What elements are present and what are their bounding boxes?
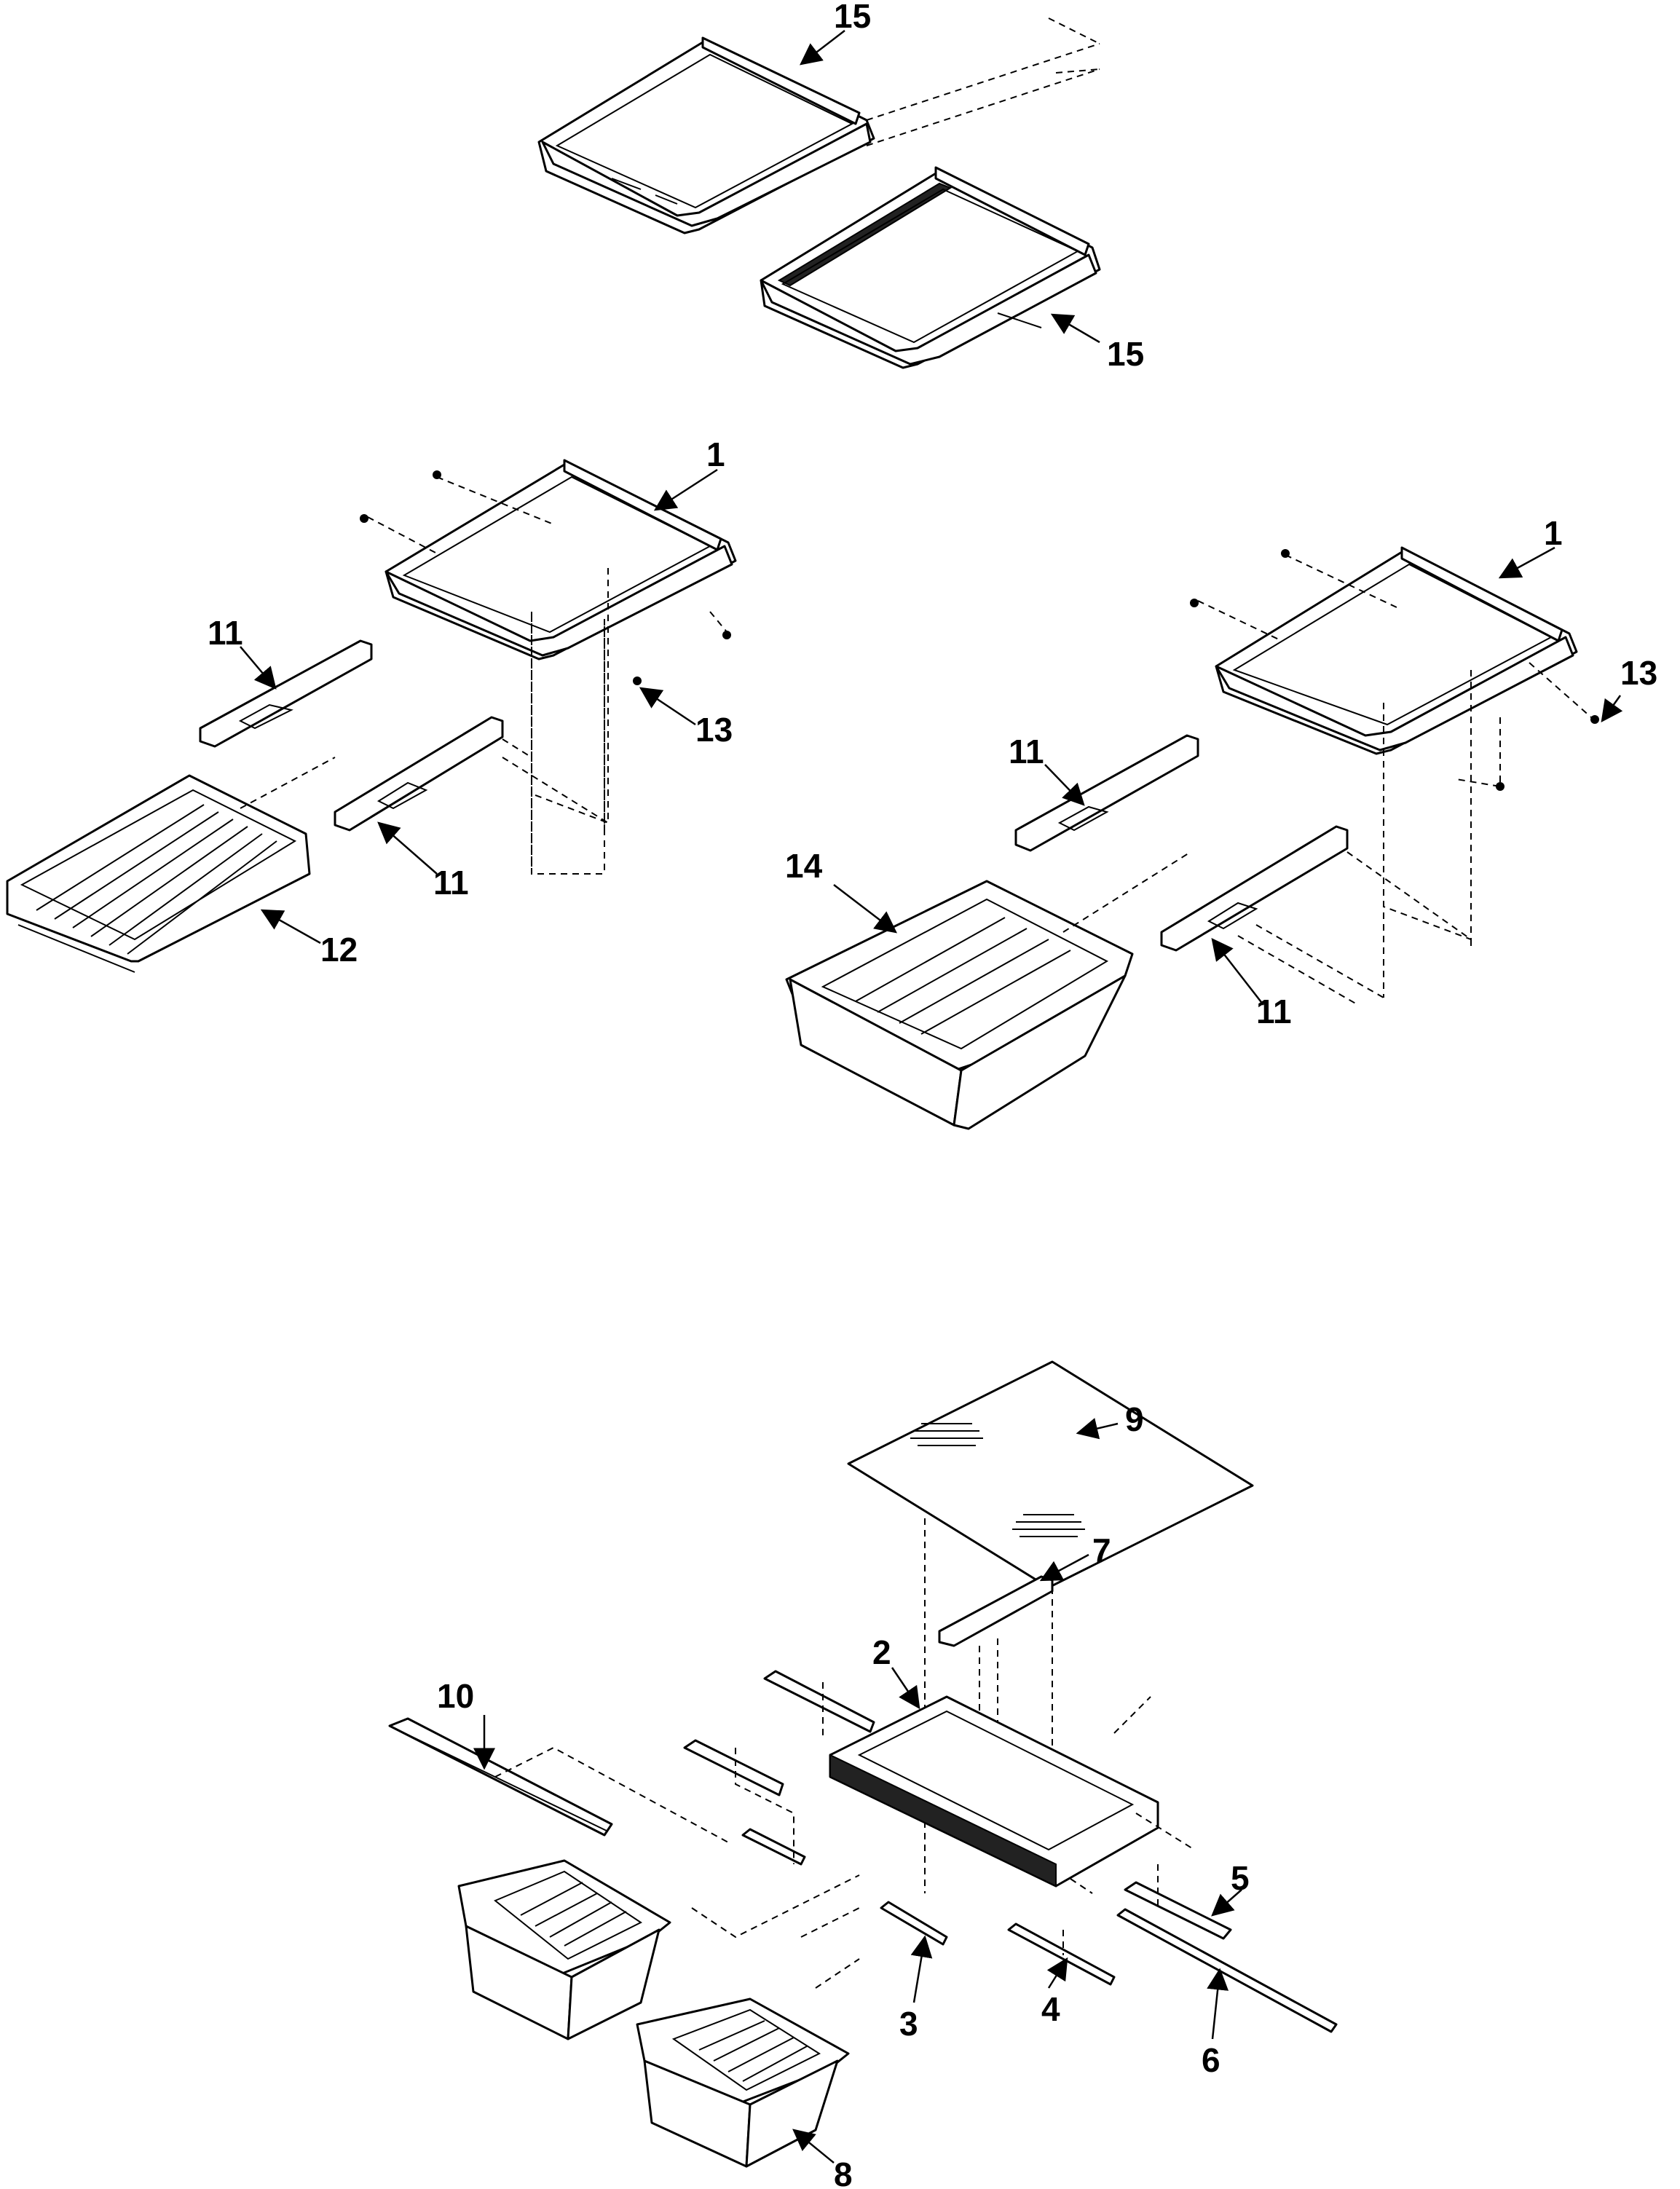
callout-4: 4 bbox=[1041, 1990, 1060, 2028]
leader-15-second bbox=[1050, 313, 1100, 344]
slide-left-lower bbox=[334, 716, 504, 832]
leader-4 bbox=[1046, 1957, 1068, 1989]
callout-15-second: 15 bbox=[1107, 335, 1144, 373]
callout-1-right: 1 bbox=[1544, 514, 1563, 552]
leader-11-right-lower bbox=[1211, 938, 1264, 1006]
rail-10 bbox=[388, 1717, 613, 1837]
screw-icon bbox=[1590, 715, 1599, 724]
callout-3: 3 bbox=[899, 2005, 918, 2043]
screw-icon bbox=[433, 470, 441, 479]
callout-13-left: 13 bbox=[695, 711, 733, 749]
pan-upper bbox=[457, 1859, 671, 2040]
callout-10: 10 bbox=[437, 1677, 474, 1715]
leader-2 bbox=[891, 1667, 920, 1710]
callout-11-left-lower: 11 bbox=[433, 864, 469, 902]
leader-3 bbox=[910, 1935, 933, 2003]
screw-icon bbox=[360, 514, 368, 523]
wire-basket bbox=[6, 774, 311, 973]
leader-1-left bbox=[653, 468, 718, 511]
callout-11-left-upper: 11 bbox=[208, 614, 243, 652]
callout-14: 14 bbox=[785, 847, 823, 885]
glass-cover bbox=[847, 1360, 1254, 1589]
slide-left-upper bbox=[199, 639, 373, 748]
callout-9: 9 bbox=[1125, 1400, 1144, 1438]
leader-1-right bbox=[1498, 546, 1555, 579]
screw-icon bbox=[1281, 549, 1290, 558]
rail-7 bbox=[938, 1575, 1054, 1647]
callout-12: 12 bbox=[320, 931, 358, 969]
leader-11-left-upper bbox=[240, 646, 277, 690]
leader-14 bbox=[833, 884, 897, 934]
leader-7 bbox=[1039, 1553, 1089, 1582]
shelf-right bbox=[1215, 546, 1578, 755]
callout-11-right-lower: 11 bbox=[1256, 993, 1292, 1030]
leader-12 bbox=[260, 909, 321, 944]
leader-13-right bbox=[1601, 695, 1623, 723]
shelf-left bbox=[384, 459, 737, 660]
trim-4 bbox=[1007, 1922, 1116, 1986]
trim-rods-left bbox=[683, 1670, 875, 1866]
leader-11-left-lower bbox=[377, 821, 438, 875]
screw-icon bbox=[633, 677, 642, 685]
callout-7: 7 bbox=[1092, 1531, 1111, 1569]
leader-5 bbox=[1211, 1889, 1242, 1917]
callout-11-right-upper: 11 bbox=[1009, 733, 1044, 770]
callout-15-top: 15 bbox=[834, 0, 871, 35]
leader-15-top bbox=[800, 30, 845, 66]
callout-2: 2 bbox=[872, 1633, 891, 1671]
callout-6: 6 bbox=[1202, 2041, 1220, 2079]
callout-8: 8 bbox=[834, 2156, 853, 2189]
callout-5: 5 bbox=[1231, 1859, 1250, 1897]
leader-11-right-upper bbox=[1044, 764, 1085, 806]
shelf-top bbox=[537, 36, 875, 234]
leader-9 bbox=[1076, 1418, 1119, 1440]
trim-5 bbox=[1124, 1881, 1232, 1940]
trim-3 bbox=[880, 1901, 948, 1946]
slide-right-upper bbox=[1014, 734, 1199, 852]
screw-icon bbox=[1190, 599, 1199, 607]
slide-right-lower bbox=[1160, 825, 1349, 952]
pan-8 bbox=[636, 1997, 850, 2168]
callout-13-right: 13 bbox=[1620, 654, 1657, 692]
crisper-drawer bbox=[785, 880, 1134, 1130]
leader-6 bbox=[1207, 1968, 1229, 2040]
leader-8 bbox=[792, 2129, 835, 2164]
screw-icon bbox=[722, 631, 731, 639]
shelf-second bbox=[760, 166, 1101, 369]
cover-frame bbox=[829, 1695, 1159, 1888]
leader-13-left bbox=[639, 687, 696, 726]
screw-icon bbox=[1496, 782, 1504, 791]
callout-1-left: 1 bbox=[706, 435, 725, 473]
